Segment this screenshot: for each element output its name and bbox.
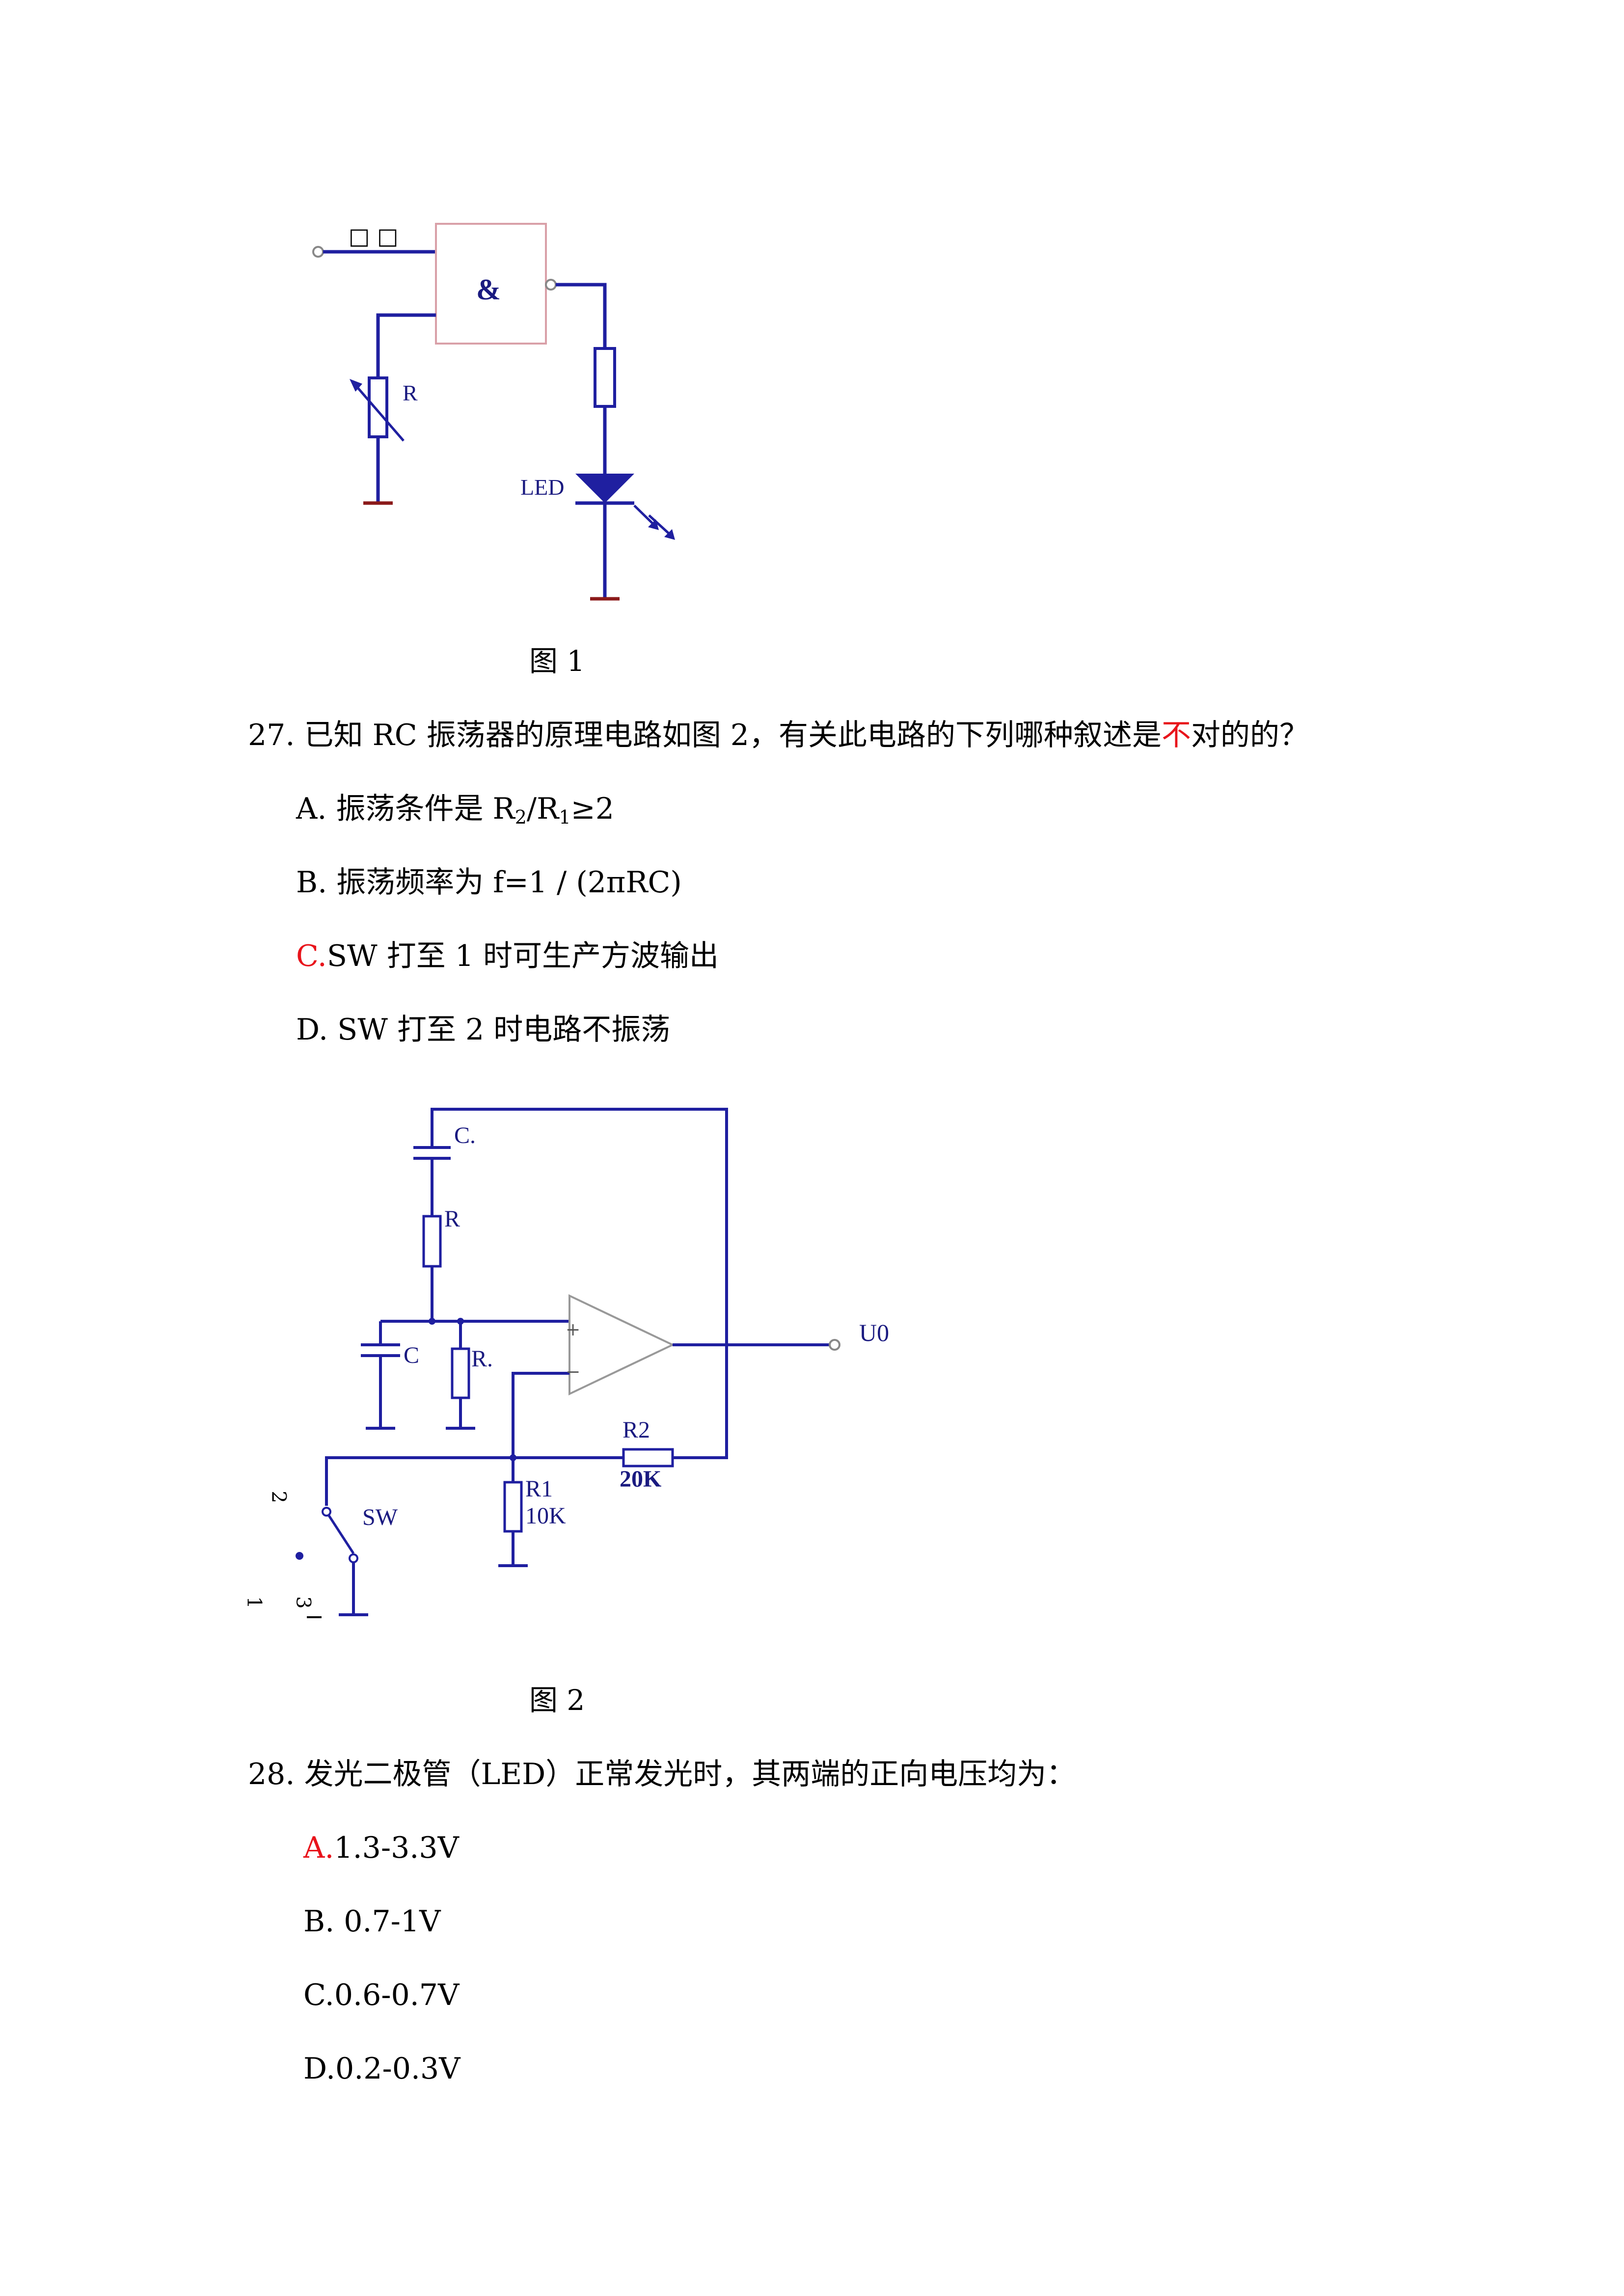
q28-option-c: C.0.6-0.7V <box>303 1978 460 2012</box>
q27-stem-b: 对的的？ <box>1191 718 1309 752</box>
fig2-r-bottom-label: R. <box>471 1346 493 1372</box>
fig2-plus-sign: + <box>566 1320 581 1340</box>
figure-1-resistor-label: R <box>403 380 418 405</box>
q28-stem: 28. 发光二极管（LED）正常发光时，其两端的正向电压均为： <box>248 1757 1076 1791</box>
fig2-c-bottom-label: C <box>404 1342 420 1368</box>
q27-stem-highlight: 不 <box>1161 718 1191 752</box>
q27-option-d: D. SW 打至 2 时电路不振荡 <box>296 1013 671 1047</box>
fig2-r1-name: R1 <box>525 1476 553 1502</box>
fig2-output-label: U0 <box>859 1319 890 1346</box>
fig2-pin1-label: 1 <box>243 1596 266 1609</box>
q28-option-d: D.0.2-0.3V <box>303 2052 460 2086</box>
q27-option-a: A. 振荡条件是 R2/R1≥2 <box>296 792 614 828</box>
q27-stem: 27. 已知 RC 振荡器的原理电路如图 2，有关此电路的下列哪种叙述是不对的的… <box>248 721 1309 750</box>
q28-option-b: B. 0.7-1V <box>303 1904 441 1939</box>
figure-2-caption: 图 2 <box>529 1683 585 1717</box>
q27-stem-a: 27. 已知 RC 振荡器的原理电路如图 2，有关此电路的下列哪种叙述是 <box>248 718 1162 752</box>
fig2-r2-name: R2 <box>623 1417 650 1443</box>
q27-option-b: B. 振荡频率为 f=1 / (2πRC) <box>296 865 682 900</box>
q28-option-a: A.1.3-3.3V <box>303 1831 459 1865</box>
figure-1-input-label: □ □ <box>349 223 399 249</box>
fig2-minus-sign: − <box>566 1362 581 1382</box>
fig2-r-top-label: R <box>444 1206 460 1232</box>
figure-1-led-label: LED <box>520 475 565 500</box>
gate-symbol: & <box>476 273 501 306</box>
figure-1-circuit: & <box>295 206 717 609</box>
fig2-c-top-label: C. <box>454 1122 476 1148</box>
fig2-r2-value: 20K <box>620 1466 662 1492</box>
fig2-r1-value: 10K <box>525 1503 566 1529</box>
figure-1-caption: 图 1 <box>529 644 585 678</box>
fig2-pin3-label: 3 <box>292 1596 315 1609</box>
q27-option-c: C.SW 打至 1 时可生产方波输出 <box>296 939 719 973</box>
figure-2-circuit <box>236 1095 972 1634</box>
fig2-sw-label: SW <box>362 1504 398 1530</box>
fig2-pin2-label: 2 <box>267 1491 290 1503</box>
